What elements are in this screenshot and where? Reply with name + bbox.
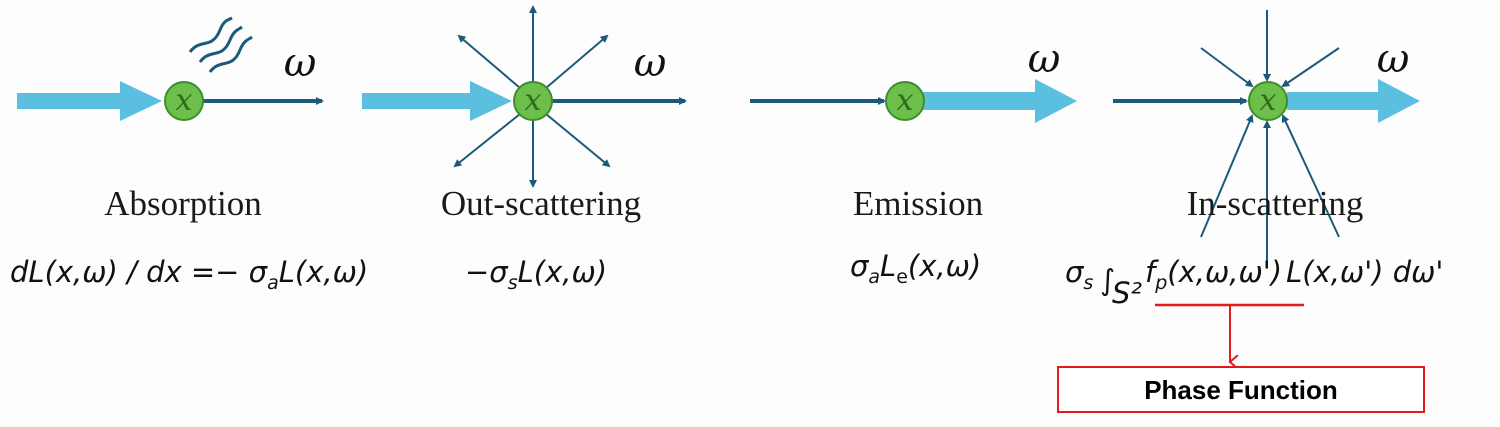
outgoing-thick-arrow: [1287, 79, 1420, 123]
phase-function-box: [1057, 366, 1425, 413]
node-x-label: x: [176, 83, 193, 118]
svg-text:fp(x,ω,ω')L(x,ω') dω': fp(x,ω,ω')L(x,ω') dω': [1145, 255, 1443, 294]
phase-function-label: Phase Function: [1144, 375, 1338, 405]
phase-function-callout: Phase Function: [1057, 303, 1425, 413]
omega-label: ω: [1377, 36, 1410, 82]
omega-label: ω: [634, 40, 667, 86]
absorption-panel: x ω Absorption dL(x,ω) / dx =− σaL(x,ω): [10, 16, 368, 294]
node-x: [885, 81, 925, 121]
in-scattering-equation: σs ∫ S² fp(x,ω,ω')L(x,ω') dω': [1065, 255, 1443, 310]
emission-title: Emission: [853, 184, 983, 223]
node-x-label: x: [1260, 83, 1277, 118]
integral-domain: S²: [1112, 276, 1142, 310]
emission-equation: σaLe(x,ω): [850, 249, 981, 288]
incident-thick-arrow: [362, 81, 512, 121]
incident-thick-arrow: [17, 81, 162, 121]
absorption-equation: dL(x,ω) / dx =− σaL(x,ω): [10, 255, 368, 294]
in-scattering-title: In-scattering: [1187, 184, 1364, 223]
node-x: [513, 81, 553, 121]
out-scattering-equation: −σsL(x,ω): [465, 255, 607, 294]
integral-sign: ∫: [1100, 263, 1115, 297]
node-x-label: x: [525, 83, 542, 118]
heat-waves-icon: [188, 16, 253, 73]
node-x: [164, 81, 204, 121]
in-scattering-panel: x ω In-scattering σs ∫ S² fp(x,ω,ω')L(x,…: [1065, 10, 1443, 310]
emission-panel: x ω Emission σaLe(x,ω): [750, 36, 1077, 288]
emitted-thick-arrow: [922, 79, 1077, 123]
node-x: [1248, 81, 1288, 121]
node-x-label: x: [897, 83, 914, 118]
out-scattering-panel: x ω Out-scattering −σsL(x,ω): [362, 5, 687, 294]
scattered-arrows: [453, 5, 611, 188]
omega-label: ω: [1028, 36, 1061, 82]
omega-label: ω: [284, 40, 317, 86]
incoming-scattered-arrows: [1200, 10, 1340, 268]
out-scattering-title: Out-scattering: [441, 184, 641, 223]
absorption-title: Absorption: [104, 184, 262, 223]
svg-text:σs: σs: [1065, 255, 1093, 294]
